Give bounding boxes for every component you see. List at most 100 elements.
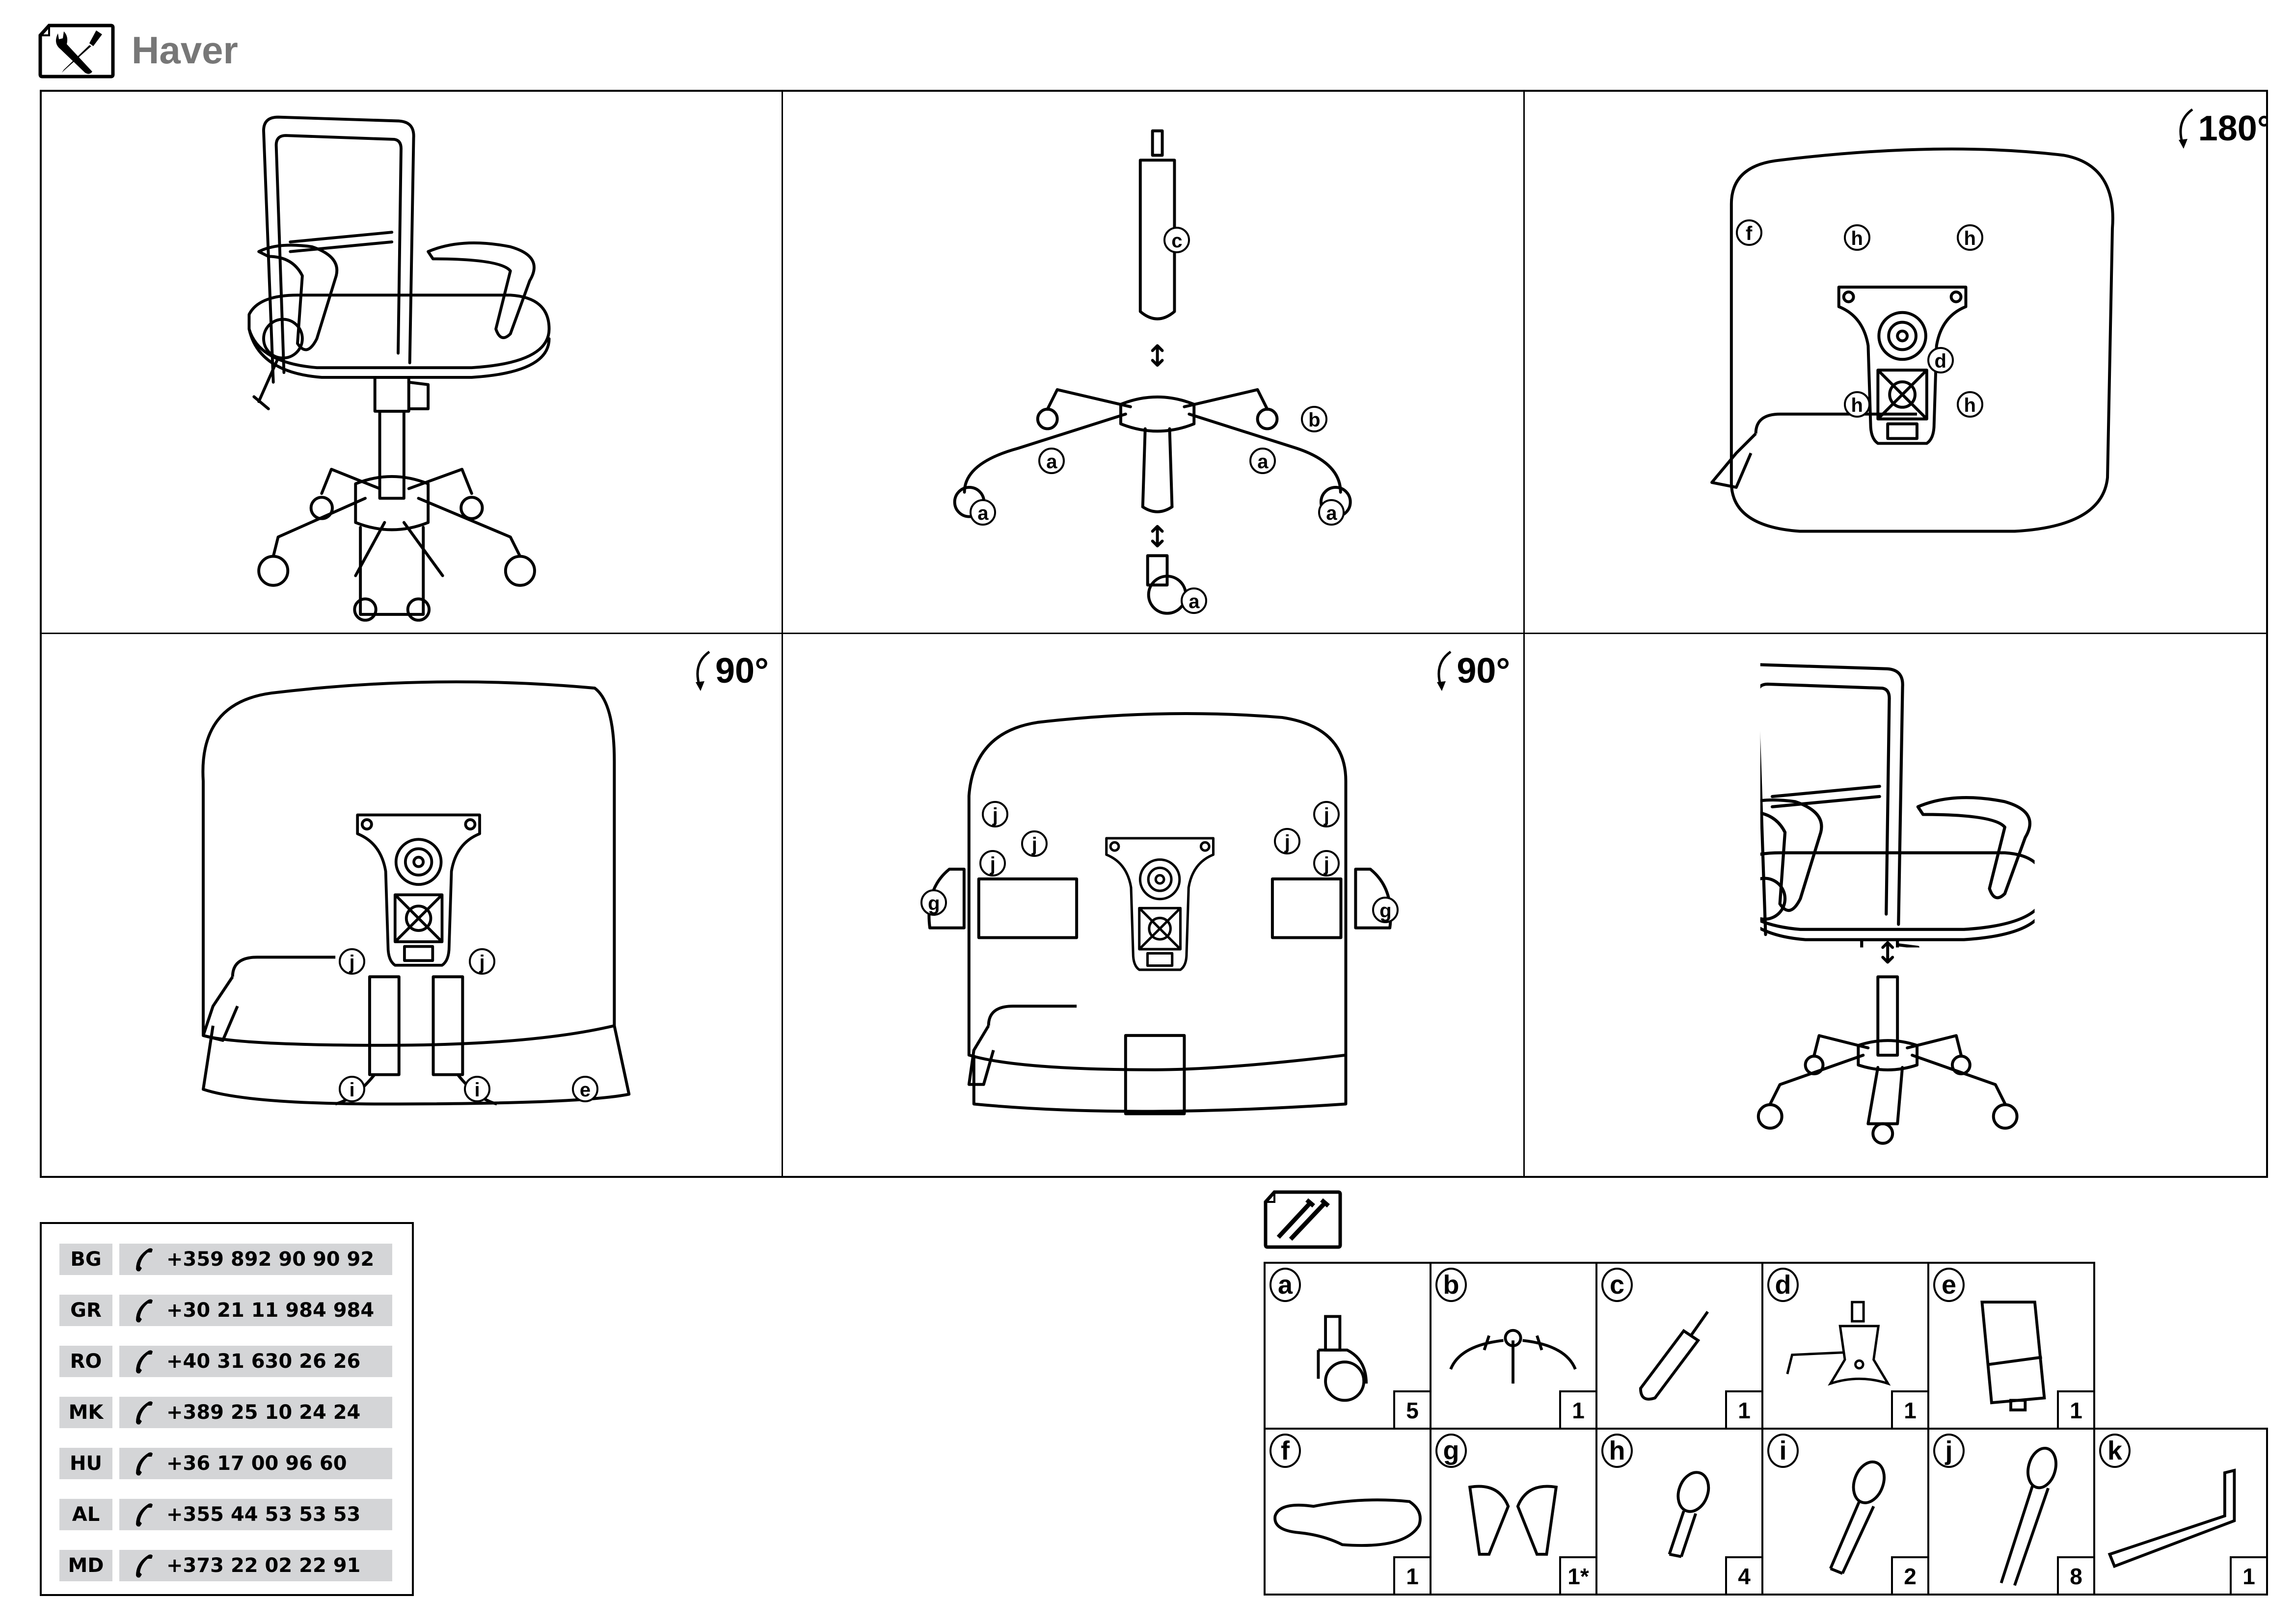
country-code: BG xyxy=(59,1244,112,1275)
part-count: 1 xyxy=(1393,1556,1432,1596)
phone-icon xyxy=(134,1451,154,1476)
part-letter: j xyxy=(1933,1434,1965,1468)
phone-icon xyxy=(134,1298,154,1323)
rotate-arrow-icon xyxy=(2178,108,2193,149)
callout-h: h xyxy=(1956,224,1983,251)
part-letter: d xyxy=(1767,1268,1799,1302)
part-letter: a xyxy=(1270,1268,1301,1302)
part-count: 1 xyxy=(2230,1556,2268,1596)
rotation-label: 180° xyxy=(2198,109,2266,148)
contact-row: RO +40 31 630 26 26 xyxy=(59,1346,392,1377)
part-count: 1 xyxy=(1559,1390,1597,1430)
callout-h: h xyxy=(1843,224,1870,251)
part-i-medium-bolt: i 2 xyxy=(1761,1428,1929,1596)
phone-icon xyxy=(134,1349,154,1374)
rotate-arrow-icon xyxy=(696,650,710,691)
country-code: GR xyxy=(59,1295,112,1326)
callout-j: j xyxy=(1313,800,1340,827)
country-code: RO xyxy=(59,1346,112,1377)
callout-j: j xyxy=(979,850,1006,877)
part-letter: i xyxy=(1767,1434,1799,1468)
callout-j: j xyxy=(339,948,365,975)
callout-j: j xyxy=(1313,850,1340,877)
part-count: 2 xyxy=(1891,1556,1929,1596)
seat-icon xyxy=(1273,1498,1422,1547)
phone-icon xyxy=(134,1502,154,1527)
rotate-180-indicator: 180° xyxy=(2173,106,2266,151)
assembly-steps-grid: c b a a a a a 180° f h h d h h xyxy=(40,90,2268,1178)
part-d-mechanism: d 1 xyxy=(1761,1262,1929,1430)
step-4-panel: 90° j j i i e xyxy=(42,634,783,1176)
rotation-label: 90° xyxy=(1457,651,1511,691)
screws-parts-icon xyxy=(1264,1190,1342,1249)
star-base-icon xyxy=(1449,1329,1577,1384)
part-a-caster: a 5 xyxy=(1264,1262,1432,1430)
callout-h: h xyxy=(1956,391,1983,418)
short-bolt-icon xyxy=(1668,1471,1710,1558)
phone-icon xyxy=(134,1247,154,1272)
base-assembly-illustration xyxy=(953,129,1352,615)
step-6-panel xyxy=(1525,634,2266,1176)
part-count: 8 xyxy=(2057,1556,2095,1596)
country-code: HU xyxy=(59,1448,112,1479)
phone-number: +355 44 53 53 53 xyxy=(166,1503,361,1526)
callout-a: a xyxy=(1038,448,1065,474)
part-letter: g xyxy=(1435,1434,1467,1468)
part-letter: f xyxy=(1270,1434,1301,1468)
rotate-90-indicator: 90° xyxy=(1431,649,1510,693)
part-count: 1 xyxy=(1725,1390,1763,1430)
rotation-label: 90° xyxy=(715,651,769,691)
part-count: 5 xyxy=(1393,1390,1432,1430)
gas-lift-icon xyxy=(1639,1310,1709,1401)
contact-row: GR +30 21 11 984 984 xyxy=(59,1295,392,1326)
phone-number: +36 17 00 96 60 xyxy=(166,1452,347,1475)
contact-row: MD+373 22 02 22 91 xyxy=(59,1550,392,1581)
country-code: MK xyxy=(59,1397,112,1428)
rotate-arrow-icon xyxy=(1437,650,1452,691)
tools-icon xyxy=(38,24,115,79)
callout-a: a xyxy=(970,499,997,526)
callout-g: g xyxy=(920,889,947,916)
phone-number: +40 31 630 26 26 xyxy=(166,1350,361,1373)
callout-i: i xyxy=(339,1075,365,1102)
callout-d: d xyxy=(1927,347,1954,373)
backrest-attachment-illustration xyxy=(201,680,631,1105)
phone-number: +30 21 11 984 984 xyxy=(166,1299,375,1322)
part-j-long-bolt: j 8 xyxy=(1927,1428,2095,1596)
part-count: 4 xyxy=(1725,1556,1763,1596)
callout-h: h xyxy=(1843,391,1870,418)
step-2-panel: c b a a a a a xyxy=(783,92,1525,634)
contact-row: MK+389 25 10 24 24 xyxy=(59,1397,392,1428)
contact-row: BG+359 892 90 90 92 xyxy=(59,1244,392,1275)
callout-g: g xyxy=(1372,896,1399,923)
callout-j: j xyxy=(1274,827,1301,854)
callout-f: f xyxy=(1735,219,1762,246)
backrest-icon xyxy=(1980,1301,2046,1411)
callout-j: j xyxy=(982,800,1009,827)
part-g-armrests: g 1* xyxy=(1430,1428,1597,1596)
step-1-panel xyxy=(42,92,783,634)
seat-mechanism-illustration xyxy=(1710,147,2114,533)
part-count: 1* xyxy=(1559,1556,1597,1596)
rotate-90-indicator: 90° xyxy=(690,649,769,693)
part-letter: e xyxy=(1933,1268,1965,1302)
tilt-mechanism-icon xyxy=(1786,1301,1891,1386)
part-h-short-bolt: h 4 xyxy=(1595,1428,1763,1596)
part-letter: c xyxy=(1601,1268,1633,1302)
service-contacts-table: BG+359 892 90 90 92 GR+30 21 11 984 984 … xyxy=(40,1222,414,1596)
assembled-chair-illustration xyxy=(42,92,782,633)
callout-a: a xyxy=(1181,587,1208,614)
phone-icon xyxy=(134,1400,154,1425)
step-3-panel: 180° f h h d h h xyxy=(1524,92,2266,634)
callout-j: j xyxy=(1021,830,1048,857)
part-count: 1 xyxy=(2057,1390,2095,1430)
part-letter: h xyxy=(1601,1434,1633,1468)
long-bolt-icon xyxy=(1999,1446,2057,1586)
part-e-backrest: e 1 xyxy=(1927,1262,2095,1430)
allen-key-icon xyxy=(2107,1468,2236,1569)
product-title: Haver xyxy=(132,28,238,72)
callout-a: a xyxy=(1318,499,1345,526)
step-5-panel: 90° j j j j j j g g xyxy=(783,634,1525,1176)
callout-j: j xyxy=(469,948,495,975)
part-c-gas-lift: c 1 xyxy=(1595,1262,1763,1430)
